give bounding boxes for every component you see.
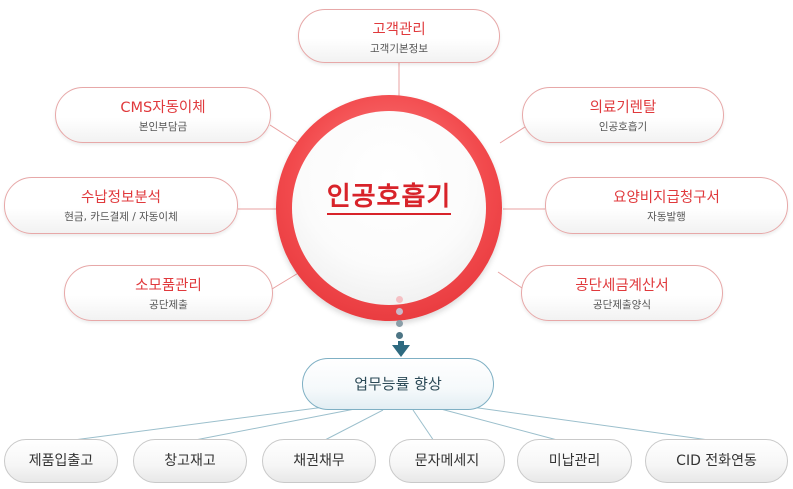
feature-label: 창고재고 — [164, 453, 216, 469]
feature-unpaid-management: 미납관리 — [517, 439, 632, 483]
node-subtitle: 인공호흡기 — [598, 121, 648, 133]
feature-cid-phone: CID 전화연동 — [645, 439, 788, 483]
node-subtitle: 현금, 카드결제 / 자동이체 — [64, 211, 178, 223]
hub-circle — [292, 111, 486, 305]
hub-label: 인공호흡기 — [326, 182, 452, 215]
node-supplies-management: 소모품관리 공단제출 — [64, 265, 273, 321]
efficiency-node: 업무능률 향상 — [302, 358, 494, 410]
node-title: 소모품관리 — [135, 278, 202, 294]
node-subtitle: 공단제출양식 — [593, 299, 651, 311]
feature-product-inout: 제품입출고 — [4, 439, 118, 483]
efficiency-label: 업무능률 향상 — [354, 375, 442, 393]
node-title: 요양비지급청구서 — [613, 190, 720, 206]
node-revenue-analysis: 수납정보분석 현금, 카드결제 / 자동이체 — [4, 177, 238, 234]
flow-dot — [396, 320, 403, 327]
node-title: 고객관리 — [372, 22, 426, 38]
flow-dots — [396, 296, 404, 344]
flow-dot — [396, 332, 403, 339]
node-title: 수납정보분석 — [80, 190, 162, 206]
node-customer-management: 고객관리 고객기본정보 — [298, 9, 500, 63]
node-subtitle: 공단제출 — [149, 299, 188, 311]
hub-title: 인공호흡기 — [292, 181, 486, 215]
feature-label: 제품입출고 — [28, 453, 94, 469]
arrow-down-icon — [392, 345, 410, 357]
node-title: 공단세금계산서 — [575, 278, 669, 294]
feature-receivables-payables: 채권채무 — [262, 439, 376, 483]
node-subtitle: 자동발행 — [647, 211, 686, 223]
node-cms-autopay: CMS자동이체 본인부담금 — [55, 87, 271, 143]
feature-label: 문자메세지 — [414, 453, 480, 469]
node-subtitle: 고객기본정보 — [370, 43, 428, 55]
node-tax-invoice: 공단세금계산서 공단제출양식 — [521, 265, 723, 321]
node-subtitle: 본인부담금 — [138, 121, 188, 133]
node-title: 의료기렌탈 — [589, 100, 657, 116]
feature-sms: 문자메세지 — [389, 439, 505, 483]
feature-label: 채권채무 — [293, 453, 345, 469]
flow-dot — [396, 308, 403, 315]
node-care-claims: 요양비지급청구서 자동발행 — [545, 177, 788, 234]
arrow-stem — [398, 341, 404, 346]
node-medical-rental: 의료기렌탈 인공호흡기 — [522, 87, 724, 143]
flow-dot — [396, 296, 403, 303]
feature-label: CID 전화연동 — [676, 453, 757, 469]
feature-warehouse-stock: 창고재고 — [133, 439, 247, 483]
node-title: CMS자동이체 — [120, 100, 206, 116]
feature-label: 미납관리 — [548, 453, 601, 469]
